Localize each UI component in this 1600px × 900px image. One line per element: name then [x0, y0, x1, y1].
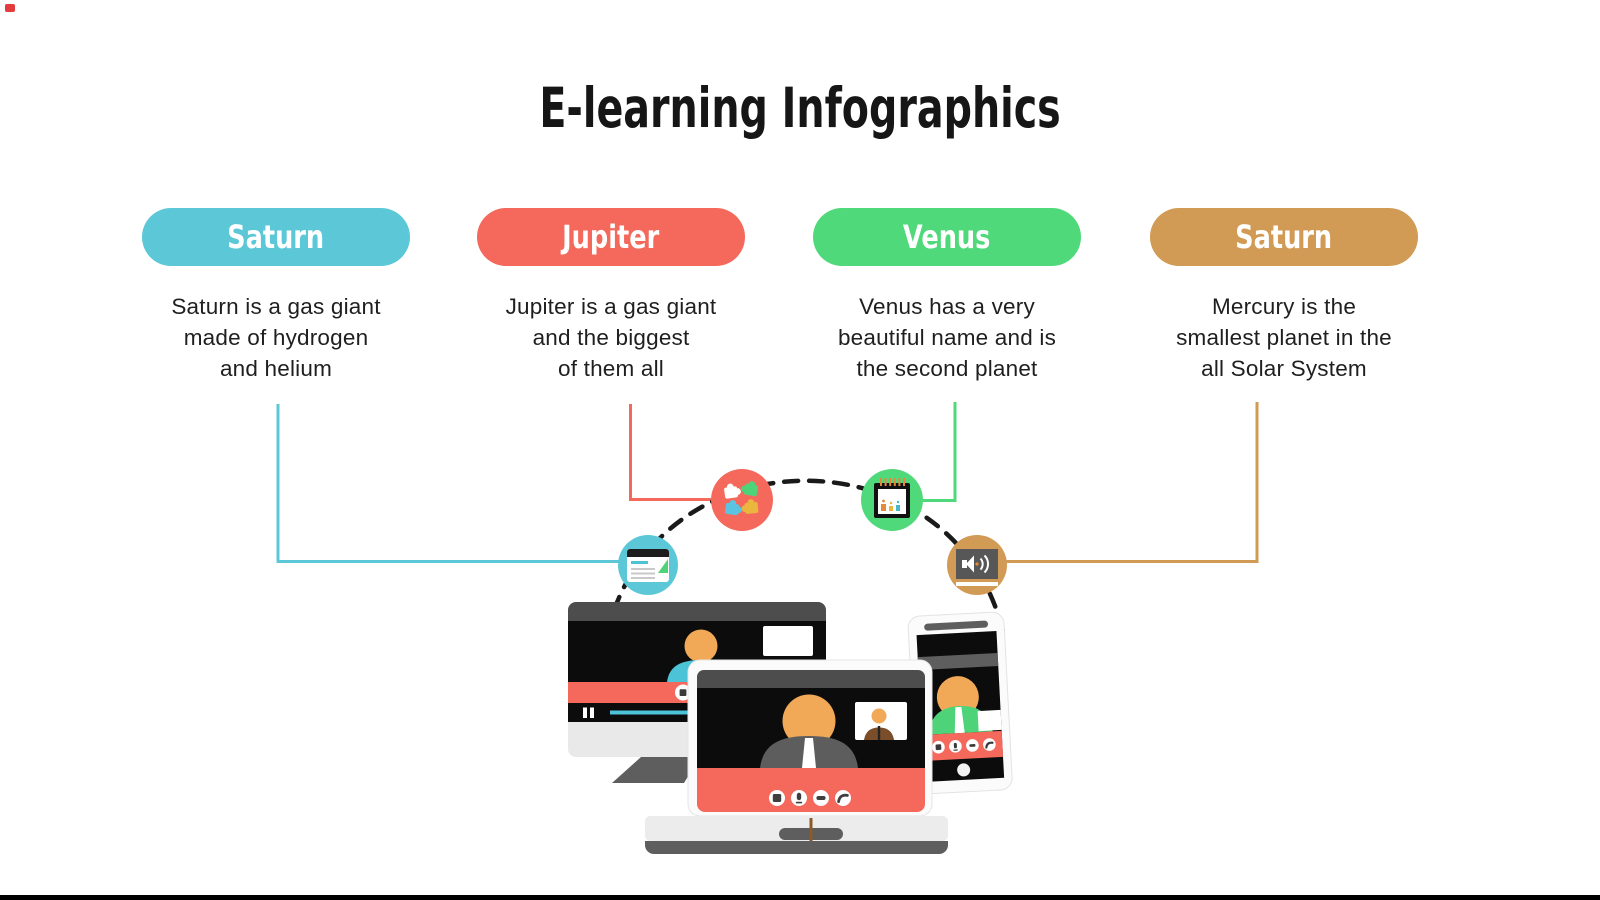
progress-bar: [610, 710, 710, 715]
pill-saturn-2: Saturn: [1150, 208, 1418, 266]
phone-call-bar: [921, 730, 1004, 762]
column-description: Mercury is the smallest planet in the al…: [1176, 294, 1392, 381]
connector-line-teal: [276, 404, 620, 563]
column-saturn-2: Saturn Mercury is the smallest planet in…: [1134, 208, 1434, 384]
record-stop-icon: [679, 689, 687, 696]
node-webpage: [618, 535, 678, 595]
phone-person: [928, 676, 993, 735]
page-title-text: E-learning Infographics: [539, 76, 1061, 140]
pause-icon: [583, 707, 594, 718]
pill-venus: Venus: [813, 208, 1081, 266]
laptop-bottom: [645, 841, 948, 854]
column-saturn-1: Saturn Saturn is a gas giant made of hyd…: [126, 208, 426, 384]
phone-call-buttons: [932, 738, 996, 754]
connector-line-tan: [1005, 402, 1259, 563]
camera-icon: [772, 794, 782, 802]
connector-line-green: [920, 402, 957, 502]
pill-label: Saturn: [1235, 218, 1333, 256]
laptop-pip-window: [855, 702, 907, 740]
mic-icon: [953, 742, 957, 749]
node-calendar: [861, 469, 923, 531]
pill-jupiter: Jupiter: [477, 208, 745, 266]
phone-status-bar: [917, 652, 999, 671]
column-description: Jupiter is a gas giant and the biggest o…: [505, 294, 717, 381]
laptop: [645, 659, 948, 854]
camera-icon: [935, 744, 942, 751]
connector-line-coral: [629, 404, 714, 501]
pill-label: Venus: [903, 218, 991, 256]
page-title: E-learning Infographics: [0, 76, 1600, 140]
laptop-person: [760, 694, 858, 768]
monitor-stand: [612, 757, 700, 783]
pill-label: Saturn: [227, 218, 325, 256]
node-circle: [711, 469, 773, 531]
webpage-icon: [627, 549, 669, 582]
monitor-shared-screen: [763, 626, 813, 656]
screen-share-icon: [816, 796, 826, 800]
phone-home-button: [957, 763, 971, 777]
hangup-icon: [837, 793, 849, 803]
screen-share-icon: [969, 744, 976, 747]
node-puzzle: [711, 469, 773, 531]
column-description: Venus has a very beautiful name and is t…: [837, 294, 1057, 381]
node-audio-video: [947, 535, 1007, 595]
hangup-icon: [985, 741, 994, 749]
calendar-icon: [874, 478, 910, 518]
puzzle-icon: [724, 481, 759, 516]
screen-edge-bar: [0, 895, 1600, 900]
laptop-hinge-pin: [809, 818, 813, 841]
smartphone: [907, 611, 1013, 795]
laptop-call-buttons: [769, 790, 851, 806]
phone-speaker: [924, 620, 989, 631]
column-venus: Venus Venus has a very beautiful name an…: [797, 208, 1097, 384]
laptop-top-bar: [697, 670, 925, 688]
audio-video-icon: [956, 549, 998, 586]
laptop-call-bar: [697, 768, 925, 812]
pill-label: Jupiter: [562, 218, 660, 256]
column-jupiter: Jupiter Jupiter is a gas giant and the b…: [461, 208, 761, 384]
pill-saturn-1: Saturn: [142, 208, 410, 266]
phone-shared-doc: [977, 709, 1002, 732]
corner-dot: [5, 4, 15, 12]
monitor-top-bar: [568, 602, 826, 621]
mic-icon: [796, 792, 802, 801]
column-description: Saturn is a gas giant made of hydrogen a…: [171, 294, 381, 381]
